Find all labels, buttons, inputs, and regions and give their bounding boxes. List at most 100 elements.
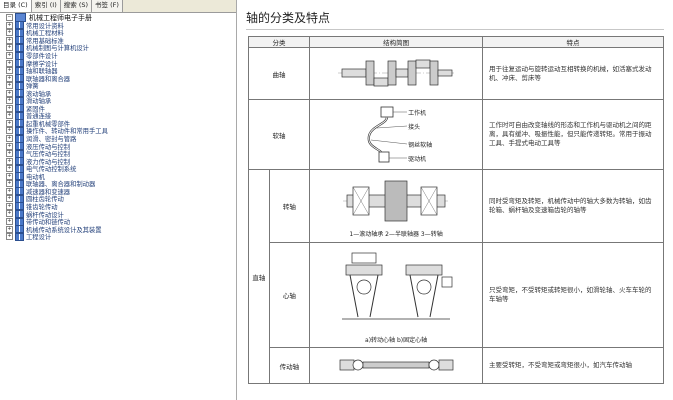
expand-icon[interactable]: + (6, 52, 13, 59)
tree-item-label: 电气传动控制系统 (26, 166, 77, 174)
tree-item[interactable]: +机械工程材料 (2, 28, 234, 37)
book-icon (15, 96, 24, 105)
expand-icon[interactable]: + (6, 21, 13, 29)
expand-icon[interactable]: + (6, 135, 13, 143)
book-icon (15, 59, 24, 68)
title-divider (246, 29, 664, 30)
expand-icon[interactable]: + (6, 157, 13, 165)
book-icon (15, 217, 24, 226)
tree-item[interactable]: + 联轴器、离合器和制动器 (2, 179, 234, 189)
expand-icon[interactable]: + (6, 150, 13, 158)
table-row: 曲轴 用于往复运动与旋转运动互相转换的机械，如活塞式发动机、冲床、剪床等 (247, 47, 664, 100)
expand-icon[interactable]: + (6, 44, 13, 52)
tree-item[interactable]: +常用基础标准 (2, 36, 234, 45)
tree-item-label: 工程设计 (26, 234, 52, 242)
tree-item[interactable]: + 操作件、转动件和常用手工具 (2, 126, 234, 136)
expand-icon[interactable]: + (6, 172, 13, 180)
tab-bookmarks[interactable]: 书签 (F) (92, 0, 123, 12)
tree-item-label: 液力传动与控制 (26, 158, 71, 166)
expand-icon[interactable]: + (6, 142, 13, 150)
tree-item[interactable]: +润滑、密封与管路 (2, 134, 234, 143)
tree-item-label: 轴和联轴器 (26, 68, 58, 76)
header-category: 分类 (247, 36, 311, 48)
collapse-icon[interactable]: − (6, 14, 13, 22)
tree-item[interactable]: +弹簧 (2, 81, 234, 90)
tree-item-label: 联轴器、离合器和制动器 (26, 181, 96, 189)
expand-icon[interactable]: + (6, 36, 13, 44)
tree-item[interactable]: +紧固件 (2, 104, 234, 113)
tree-item[interactable]: + 电气传动控制系统 (2, 164, 234, 174)
tree-item[interactable]: +普通连接 (2, 111, 234, 120)
row-description: 同时受弯矩及转矩，机械传动中的轴大多数为转轴，如齿轮箱、蜗杆轴及变速箱齿轮的轴等 (482, 169, 664, 243)
tree-item[interactable]: +机械制图与计算机设计 (2, 43, 234, 52)
tree-item[interactable]: +滚动轴承 (2, 89, 234, 98)
expand-icon[interactable]: + (6, 195, 13, 203)
expand-icon[interactable]: + (6, 59, 13, 67)
tab-contents[interactable]: 目录 (C) (0, 0, 32, 12)
book-icon (15, 36, 24, 45)
expand-icon[interactable]: + (6, 67, 13, 75)
book-icon (15, 134, 24, 143)
expand-icon[interactable]: + (6, 233, 13, 241)
book-icon (15, 164, 24, 173)
label-working-machine: 工作机 (408, 109, 427, 117)
expand-icon[interactable]: + (6, 165, 13, 173)
book-icon (15, 111, 24, 120)
expand-icon[interactable]: + (6, 210, 13, 218)
expand-icon[interactable]: + (6, 225, 13, 233)
tree-item[interactable]: + 液力传动与控制 (2, 157, 234, 166)
flexible-shaft-diagram: 工作机 接头 钢丝软轴 驱动机 (309, 99, 484, 170)
expand-icon[interactable]: + (6, 82, 13, 90)
expand-icon[interactable]: + (6, 218, 13, 226)
tree-item[interactable]: +摩擦学设计 (2, 59, 234, 68)
tree-item[interactable]: +电动机 (2, 172, 234, 181)
tree-item[interactable]: + 工程设计 (2, 232, 234, 242)
tab-index[interactable]: 索引 (I) (31, 0, 61, 12)
tree-item[interactable]: +气压传动与控制 (2, 149, 234, 158)
tree-item[interactable]: +圆柱齿轮传动 (2, 194, 234, 203)
topic-pane: 轴的分类及特点 分类 结构简图 特点 曲轴 (237, 0, 673, 400)
expand-icon[interactable]: + (6, 180, 13, 188)
rotating-shaft-caption: 1—滚动轴承 2—半联轴器 3—转轴 (349, 230, 443, 238)
tree-item-label: 锥齿轮传动 (26, 203, 58, 211)
book-icon (15, 51, 24, 60)
tree-item[interactable]: + 减速器和变速器 (2, 187, 234, 196)
rotating-shaft-icon (343, 180, 450, 221)
expand-icon[interactable]: + (6, 112, 13, 120)
book-icon (15, 202, 24, 211)
expand-icon[interactable]: + (6, 89, 13, 97)
expand-icon[interactable]: + (6, 127, 13, 135)
table-row: 心轴 a)转动心轴 b)固定心轴 只受弯矩，不受转矩或转矩很小， (249, 242, 664, 348)
tree-item[interactable]: +零部件设计 (2, 51, 234, 60)
tree-root[interactable]: − 机械工程师电子手册 (2, 13, 234, 23)
tree-item-label: 减速器和变速器 (26, 188, 71, 196)
book-icon (15, 74, 24, 83)
mandrel-diagram: a)转动心轴 b)固定心轴 (309, 242, 484, 348)
tree-item[interactable]: +滑动轴承 (2, 96, 234, 105)
book-icon (15, 225, 24, 234)
tree-item-label: 蜗杆传动设计 (26, 211, 64, 219)
expand-icon[interactable]: + (6, 74, 13, 82)
expand-icon[interactable]: + (6, 104, 13, 112)
book-icon (15, 28, 24, 37)
mandrel-icon (342, 252, 453, 319)
tab-search[interactable]: 搜索 (S) (60, 0, 93, 12)
book-icon (15, 66, 24, 75)
expand-icon[interactable]: + (6, 29, 13, 37)
tree-item[interactable]: + 轴和联轴器 (2, 66, 234, 76)
tree-item-label: 操作件、转动件和常用手工具 (26, 128, 108, 136)
tree-item[interactable]: +联轴器和离合器 (2, 74, 234, 83)
book-icon (15, 172, 24, 181)
tree-item[interactable]: + 蜗杆传动设计 (2, 210, 234, 219)
tree-item[interactable]: +机械传动系统设计及其装置 (2, 225, 234, 234)
tree-item[interactable]: +起重机械零部件 (2, 119, 234, 128)
tree-item[interactable]: +液压传动与控制 (2, 142, 234, 151)
row-category: 曲轴 (247, 47, 311, 100)
tree-item[interactable]: + 锥齿轮传动 (2, 202, 234, 211)
expand-icon[interactable]: + (6, 97, 13, 105)
expand-icon[interactable]: + (6, 187, 13, 195)
expand-icon[interactable]: + (6, 202, 13, 210)
tree-item[interactable]: +常用设计资料 (2, 21, 234, 30)
expand-icon[interactable]: + (6, 119, 13, 127)
tree-item[interactable]: +带传动和链传动 (2, 217, 234, 226)
